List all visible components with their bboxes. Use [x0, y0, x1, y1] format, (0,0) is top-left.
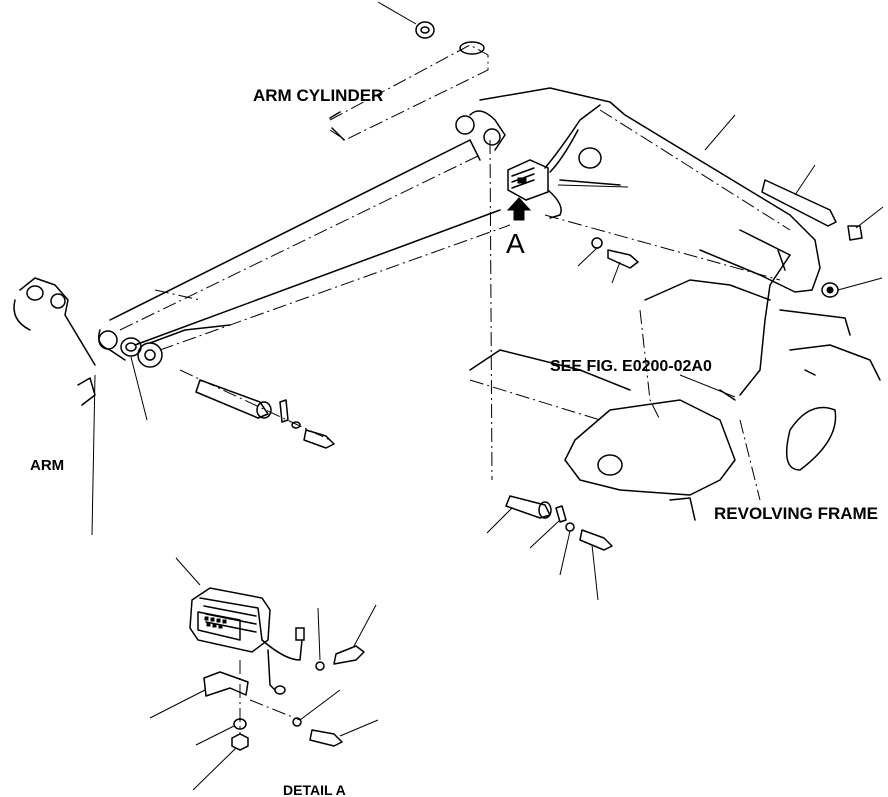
- arm-cylinder: [329, 41, 489, 141]
- arm-pin-assembly: [179, 369, 335, 449]
- top-washer: [377, 1, 435, 39]
- view-arrow-a: [506, 197, 532, 221]
- boom-work-lamp: [507, 104, 629, 219]
- detail-a-assembly: [149, 557, 379, 791]
- hose-fitting: [704, 114, 884, 298]
- revolving-frame-label: REVOLVING FRAME: [714, 504, 879, 523]
- view-a-marker: A: [506, 228, 525, 259]
- detail-a-label: DETAIL A: [283, 782, 346, 797]
- see-fig-leader: [679, 374, 736, 398]
- frame-pin-assembly: [486, 495, 613, 601]
- arm-label: ARM: [30, 457, 65, 474]
- arm: [13, 277, 96, 536]
- arm-pivot-washer: [120, 337, 148, 421]
- revolving-frame: [469, 279, 881, 521]
- lamp-bracket-bolt: [577, 237, 639, 284]
- wiring-harness: [489, 139, 791, 481]
- arm-cylinder-label: ARM CYLINDER: [253, 86, 384, 105]
- boom-structure: [98, 87, 821, 368]
- see-fig-reference: SEE FIG. E0200-02A0: [550, 358, 712, 375]
